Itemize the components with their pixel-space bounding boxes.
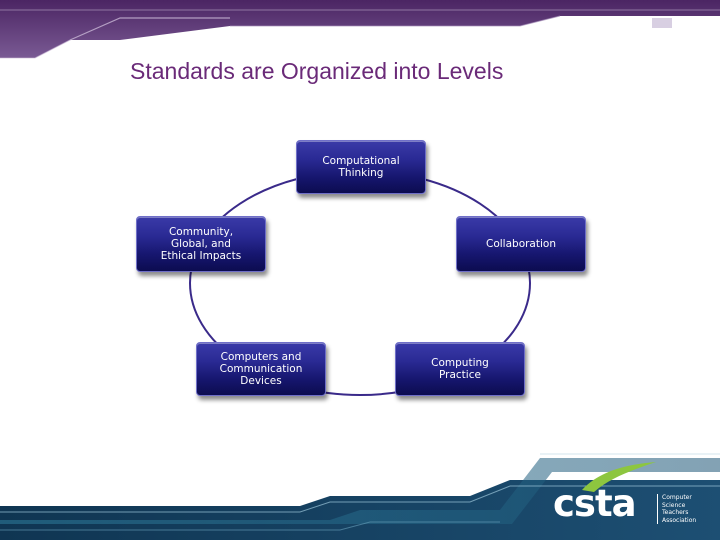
node-label-line: Practice [439, 369, 481, 381]
logo-wordmark: csta [553, 482, 637, 525]
node-computing-practice: Computing Practice [395, 342, 525, 396]
logo-subtitle-line: Computer [662, 494, 692, 501]
node-collaboration: Collaboration [456, 216, 586, 272]
logo-subtitle-line: Science [662, 501, 686, 509]
node-label-line: Community, [168, 226, 234, 238]
node-label-line: Collaboration [486, 238, 556, 250]
node-label-line: Thinking [338, 167, 384, 179]
node-label-line: Computers and [220, 351, 302, 363]
logo-divider [657, 494, 658, 524]
logo-swoosh-icon [582, 462, 656, 492]
node-label-line: Ethical Impacts [160, 250, 242, 262]
node-label-line: Devices [240, 375, 282, 387]
logo-subtitle-line: Teachers [662, 509, 689, 516]
slide-title: Standards are Organized into Levels [130, 58, 504, 84]
node-label-line: Computing [431, 357, 489, 369]
node-label-line: Computational [322, 155, 400, 167]
bottom-banner [0, 453, 720, 540]
node-computers-and-communication-devices: Computers and Communication Devices [196, 342, 326, 396]
logo-subtitle-line: Association [662, 516, 697, 524]
node-computational-thinking: Computational Thinking [296, 140, 426, 194]
top-banner [0, 0, 720, 59]
node-label-line: Communication [219, 363, 303, 375]
logo-subtitle: Computer Science Teachers Association [662, 494, 696, 524]
node-label-line: Global, and [171, 238, 231, 250]
node-community-global-ethical-impacts: Community, Global, and Ethical Impacts [136, 216, 266, 272]
